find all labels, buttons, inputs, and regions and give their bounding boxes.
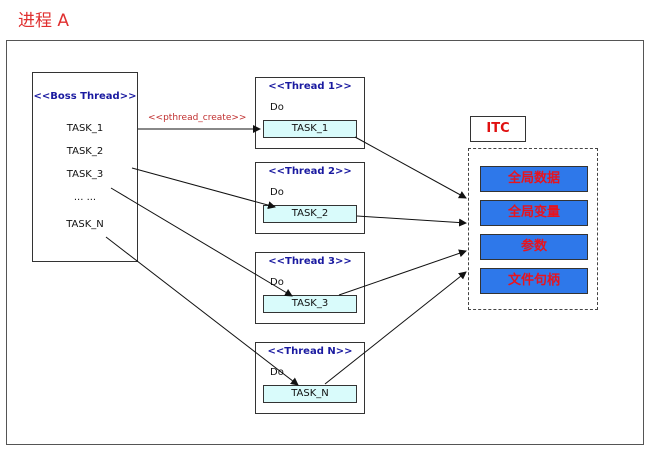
thread-2-box: <<Thread 2>> Do TASK_2 (255, 162, 365, 234)
arrow-taskn-to-threadn (105, 236, 299, 386)
thread-3-task: TASK_3 (263, 295, 357, 313)
thread-1-title: <<Thread 1>> (268, 81, 352, 92)
thread-2-title: <<Thread 2>> (268, 166, 352, 177)
thread-n-box: <<Thread N>> Do TASK_N (255, 342, 365, 414)
itc-box: 全局数据 全局变量 参数 文件句柄 (468, 148, 598, 310)
arrow-thread1-to-itc (354, 136, 467, 199)
itc-item-parameters: 参数 (480, 234, 588, 260)
thread-n-task: TASK_N (263, 385, 357, 403)
thread-3-box: <<Thread 3>> Do TASK_3 (255, 252, 365, 324)
boss-task-3: TASK_3 (66, 169, 104, 180)
thread-2-task: TASK_2 (263, 205, 357, 223)
boss-task-ellipsis: ... ... (73, 192, 97, 203)
arrow-threadn-to-itc (324, 271, 467, 385)
pthread-create-label: <<pthread_create>> (148, 113, 247, 123)
itc-title: ITC (470, 116, 526, 142)
thread-n-title: <<Thread N>> (267, 346, 353, 357)
boss-thread-box: <<Boss Thread>> TASK_1 TASK_2 TASK_3 ...… (32, 72, 138, 262)
process-frame (6, 40, 644, 445)
arrow-task3-to-thread3 (110, 187, 293, 297)
thread-1-box: <<Thread 1>> Do TASK_1 (255, 77, 365, 149)
thread-n-do: Do (270, 367, 284, 378)
page-title: 进程 A (18, 11, 70, 31)
thread-1-do: Do (270, 102, 284, 113)
boss-task-n: TASK_N (66, 219, 104, 230)
thread-1-task: TASK_1 (263, 120, 357, 138)
arrow-thread3-to-itc (338, 249, 467, 296)
arrow-task2-to-thread2 (131, 167, 276, 210)
thread-3-title: <<Thread 3>> (268, 256, 352, 267)
arrow-thread2-to-itc (356, 215, 467, 227)
thread-2-do: Do (270, 187, 284, 198)
boss-task-2: TASK_2 (66, 146, 104, 157)
itc-item-global-variables: 全局变量 (480, 200, 588, 226)
boss-thread-title: <<Boss Thread>> (33, 91, 137, 102)
itc-item-global-data: 全局数据 (480, 166, 588, 192)
itc-item-file-handles: 文件句柄 (480, 268, 588, 294)
thread-3-do: Do (270, 277, 284, 288)
boss-task-1: TASK_1 (66, 123, 104, 134)
